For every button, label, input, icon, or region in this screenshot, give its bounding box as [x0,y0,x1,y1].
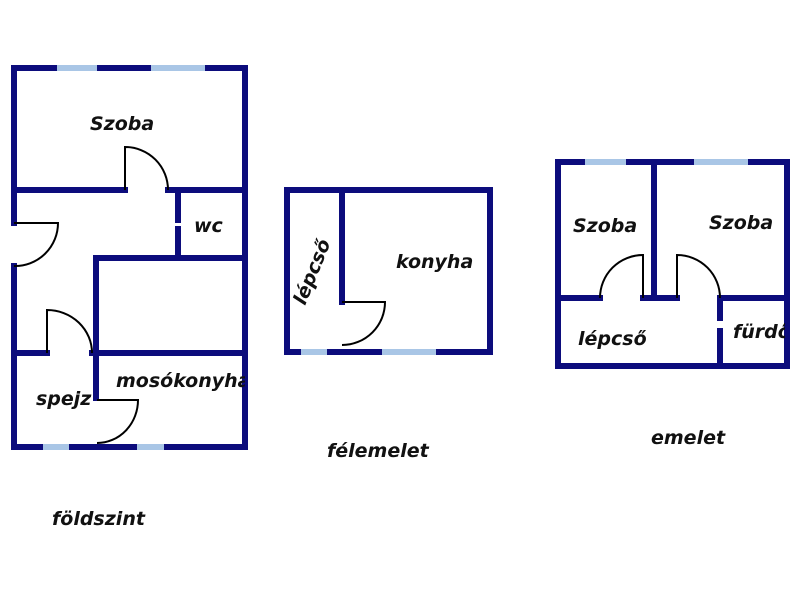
room-label-szoba-right: Szoba [709,212,773,234]
doors [13,145,169,444]
room-label-lepcso: lépcső [289,236,335,308]
room-label-spejz: spejz [36,388,92,410]
room-label-konyha: konyha [396,251,473,273]
floor-title-mezzanine: félemelet [327,440,430,462]
ground-floor-plan: Szoba wc spejz mosókonyha földszint [11,65,250,530]
room-label-lepcso: lépcső [578,328,647,350]
room-label-furdo: fürdő [733,321,791,343]
floor-title-ground: földszint [52,508,146,530]
doors [599,253,721,299]
room-label-mosokonyha: mosókonyha [116,370,250,392]
room-label-wc: wc [194,215,224,237]
doors [341,301,387,346]
windows [43,65,205,450]
floor-title-upper: emelet [651,427,726,449]
walls [11,65,248,450]
room-label-szoba-left: Szoba [573,215,637,237]
walls [284,187,493,355]
room-label-szoba: Szoba [90,113,154,135]
mezzanine-floor-plan: lépcső konyha félemelet [284,187,493,462]
upper-floor-plan: Szoba Szoba lépcső fürdő emelet [555,159,791,449]
